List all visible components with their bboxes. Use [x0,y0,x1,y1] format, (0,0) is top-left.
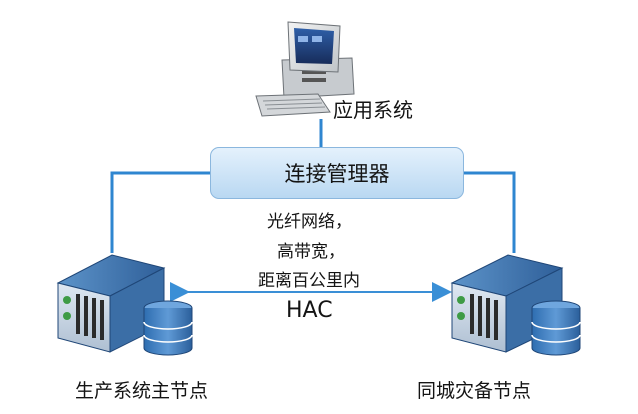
connector-lines [110,119,516,253]
disaster-recovery-server-icon [450,254,581,356]
link-description-line1: 光纤网络， [267,212,352,232]
production-server-icon [56,254,193,356]
link-protocol-label: HAC [286,298,333,323]
manager-to-dr-line [464,171,516,253]
disaster-recovery-node-label: 同城灾备节点 [417,380,532,402]
connection-manager-box: 连接管理器 [210,147,464,199]
link-description-line3: 距离百公里内 [258,271,360,291]
application-system-label: 应用系统 [333,98,413,122]
desktop-computer-icon [255,21,355,117]
link-description-line2: 高带宽， [277,242,345,262]
production-node-label: 生产系统主节点 [75,380,209,402]
manager-to-production-line [110,171,210,253]
connection-manager-label: 连接管理器 [284,162,390,186]
